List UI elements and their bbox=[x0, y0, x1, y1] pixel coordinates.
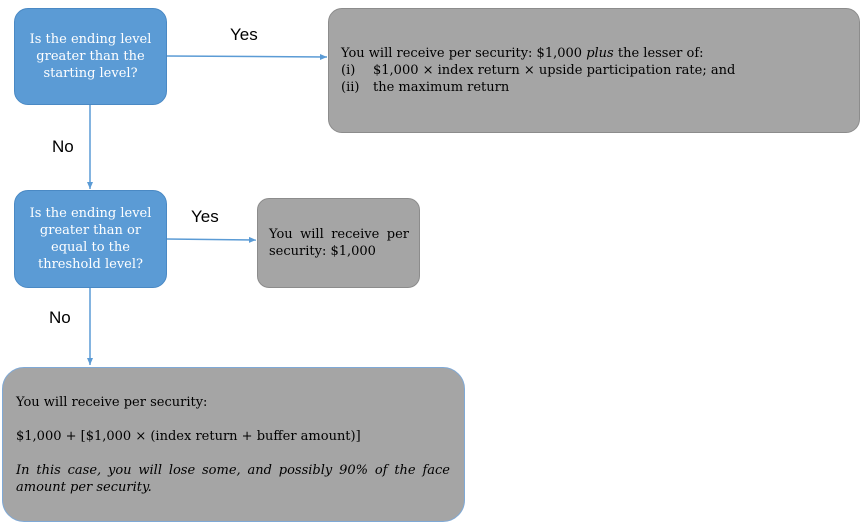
arrow-yes-2 bbox=[165, 236, 257, 243]
result-1-item-num: (ii) bbox=[341, 80, 360, 95]
decision-box-2: Is the ending level greater than or equa… bbox=[14, 190, 167, 288]
result-1-item-text: the maximum return bbox=[373, 80, 510, 95]
yes-label-1: Yes bbox=[230, 25, 258, 44]
result-1-intro-line: You will receive per security: $1,000 pl… bbox=[341, 45, 847, 62]
result-3-formula: $1,000 + [$1,000 × (index return + buffe… bbox=[16, 429, 361, 444]
result-1-item: (ii) the maximum return bbox=[341, 79, 847, 96]
result-2-text: You will receive per security: $1,000 bbox=[269, 227, 409, 259]
decision-1-text: Is the ending level greater than the sta… bbox=[29, 32, 152, 81]
yes-label-2: Yes bbox=[191, 207, 219, 226]
result-1-item-text: $1,000 × index return × upside participa… bbox=[373, 63, 736, 78]
result-box-3: You will receive per security: $1,000 + … bbox=[2, 367, 465, 522]
no-label-2: No bbox=[49, 308, 71, 327]
result-box-1: You will receive per security: $1,000 pl… bbox=[328, 8, 860, 133]
result-1-plus: plus bbox=[586, 46, 614, 61]
no-label-1: No bbox=[52, 137, 74, 156]
result-1-intro: You will receive per security: $1,000 bbox=[341, 46, 583, 61]
result-box-2: You will receive per security: $1,000 bbox=[257, 198, 420, 288]
arrow-yes-1 bbox=[165, 53, 328, 60]
result-3-note: In this case, you will lose some, and po… bbox=[16, 463, 450, 495]
result-1-item-num: (i) bbox=[341, 63, 356, 78]
result-3-line1: You will receive per security: bbox=[16, 395, 208, 410]
result-1-item: (i) $1,000 × index return × upside partic… bbox=[341, 62, 847, 79]
result-1-intro-tail: the lesser of: bbox=[617, 46, 704, 61]
result-3-content: You will receive per security: $1,000 + … bbox=[16, 394, 450, 513]
decision-box-1: Is the ending level greater than the sta… bbox=[14, 8, 167, 105]
result-1-content: You will receive per security: $1,000 pl… bbox=[341, 45, 847, 96]
decision-2-text: Is the ending level greater than or equa… bbox=[29, 206, 152, 272]
